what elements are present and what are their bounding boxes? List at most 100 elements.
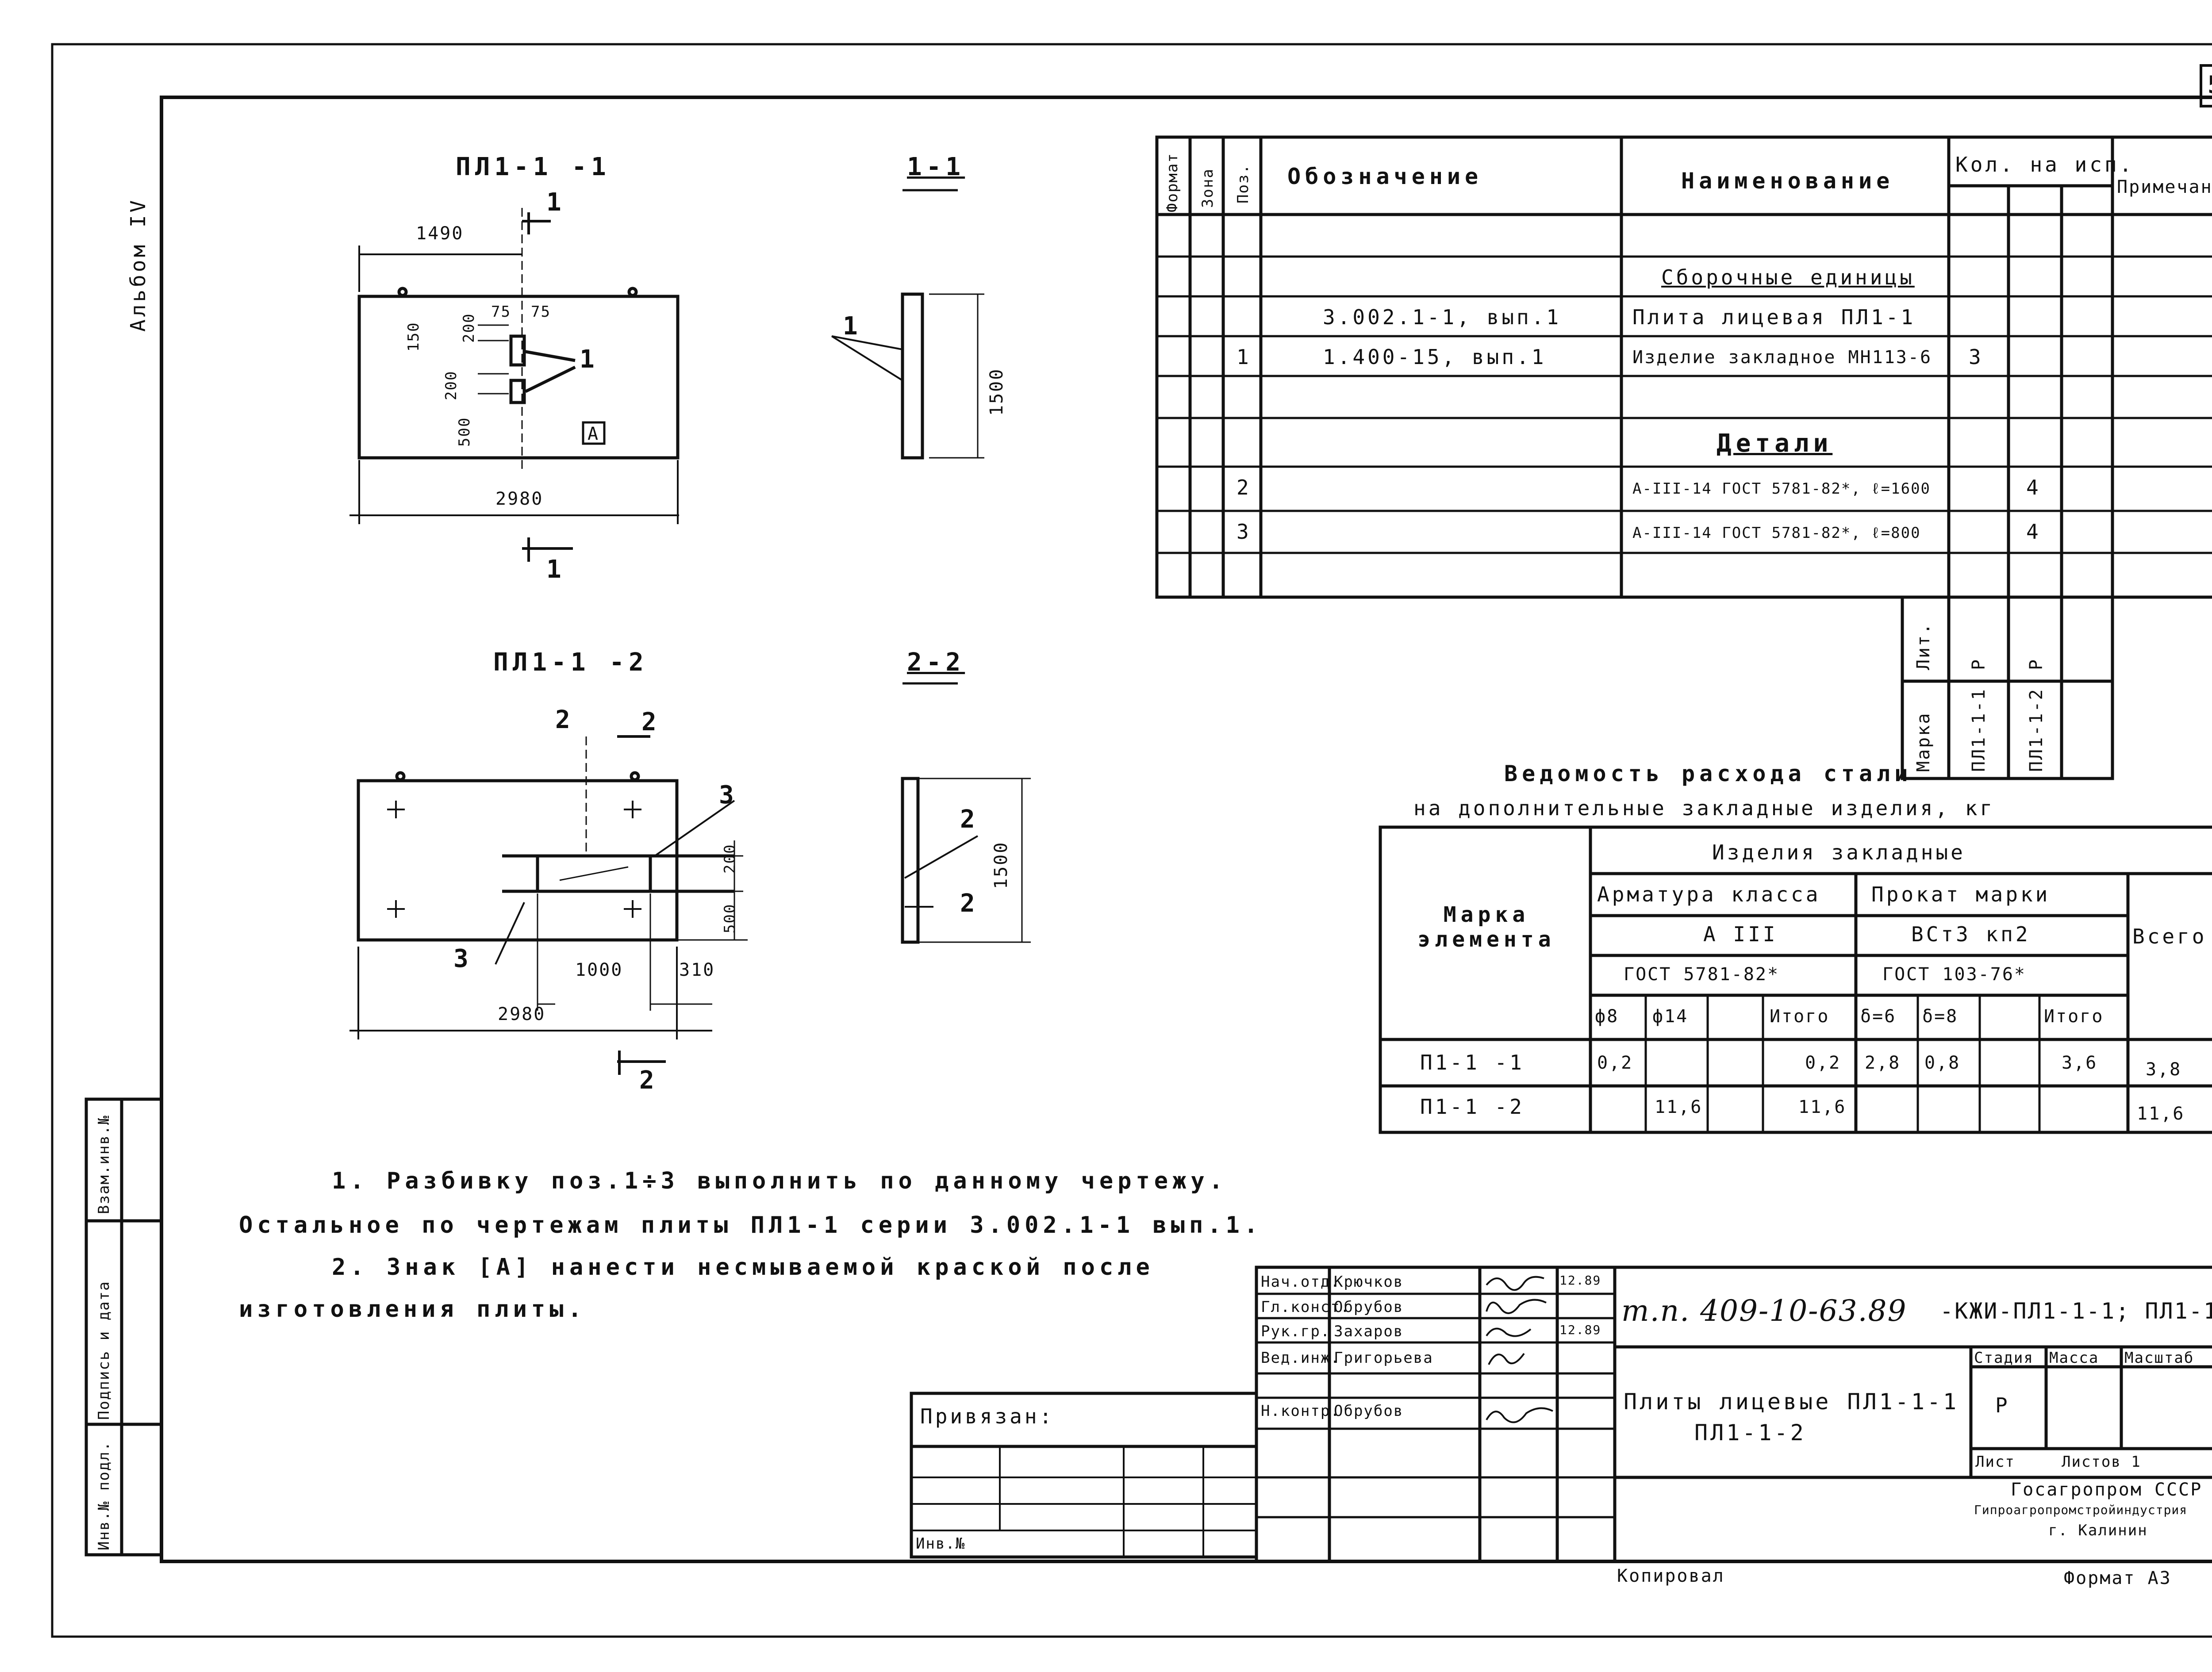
steel-title-2: на дополнительные закладные изделия, кг bbox=[1413, 796, 1995, 820]
steel-h-gost2: ГОСТ 103-76* bbox=[1882, 964, 2026, 985]
sig-name-4: Григорьева bbox=[1334, 1349, 1433, 1367]
spec-h-note: Примечан. bbox=[2117, 177, 2212, 197]
steel-row-1-marka: П1-1 -1 bbox=[1420, 1051, 1525, 1074]
callout-3-top: 3 bbox=[719, 781, 738, 809]
steel-h-all: Всего bbox=[2132, 924, 2207, 948]
sig-date-1: 12.89 bbox=[1559, 1273, 1601, 1288]
note-2: 2. Знак [А] нанести несмываемой краской … bbox=[332, 1254, 1154, 1281]
spec-row-3-designation: 3.002.1-1, вып.1 bbox=[1323, 305, 1562, 329]
spec-row-4-name: Изделие закладное МН113-6 bbox=[1632, 347, 1932, 368]
org-line3: г. Калинин bbox=[2048, 1522, 2148, 1539]
privyazan-label: Привязан: bbox=[920, 1404, 1055, 1428]
org-line1: Госагропром СССР bbox=[2011, 1480, 2203, 1500]
doc-name-line2: ПЛ1-1-2 bbox=[1694, 1420, 1806, 1446]
section-mark-top: 1 bbox=[546, 188, 566, 217]
spec-row-details: Детали bbox=[1717, 429, 1833, 458]
steel-col-5: δ=6 bbox=[1860, 1006, 1897, 1027]
dim-2980: 2980 bbox=[495, 489, 544, 509]
section-1-1-dim: 1500 bbox=[987, 368, 1007, 416]
section2-mark-a: 2 bbox=[555, 706, 575, 734]
sig-role-4: Вед.инж. bbox=[1261, 1349, 1340, 1367]
steel-row-1-c5: 2,8 bbox=[1865, 1053, 1901, 1073]
section-2-2-title: 2-2 bbox=[907, 648, 965, 677]
sheets-label: Листов 1 bbox=[2062, 1453, 2141, 1471]
section-2-2-callout-b: 2 bbox=[960, 889, 979, 918]
stamp-signature-date: Подпись и дата bbox=[95, 1281, 113, 1420]
mark-a: А bbox=[588, 424, 600, 444]
dim-150: 150 bbox=[405, 322, 422, 352]
steel-row-1-c1: 0,2 bbox=[1597, 1053, 1633, 1073]
steel-h-prokat: Прокат марки bbox=[1871, 882, 2051, 906]
sheet-label: Лист bbox=[1975, 1453, 2015, 1471]
steel-row-1-total: 3,8 bbox=[2146, 1059, 2182, 1080]
steel-row-2-c4: 11,6 bbox=[1798, 1097, 1847, 1117]
steel-h-marka: Марка элемента bbox=[1417, 902, 1555, 952]
steel-row-1-c4: 0,2 bbox=[1805, 1053, 1841, 1073]
stamp-inv-podl: Инв.№ подл. bbox=[95, 1441, 113, 1550]
lit-value-2: Р bbox=[2026, 658, 2047, 670]
stage-value: Р bbox=[1995, 1393, 2010, 1417]
dim-500: 500 bbox=[456, 417, 473, 447]
format-label: Формат А3 bbox=[2064, 1568, 2172, 1588]
dim-200: 200 bbox=[721, 844, 739, 874]
sig-role-1: Нач.отд. bbox=[1261, 1273, 1340, 1291]
section2-mark-top: 2 bbox=[641, 708, 661, 736]
sig-role-3: Рук.гр. bbox=[1261, 1323, 1331, 1340]
section-2-2-callout-a: 2 bbox=[960, 805, 979, 834]
view2-title: ПЛ1-1 -2 bbox=[493, 648, 648, 677]
steel-h-gost1: ГОСТ 5781-82* bbox=[1624, 964, 1780, 985]
marka-label: Марка bbox=[1913, 712, 1934, 772]
lit-value-1: Р bbox=[1969, 658, 1989, 670]
sig-role-2: Гл.конст. bbox=[1261, 1298, 1351, 1316]
spec-row-4-pos: 1 bbox=[1237, 345, 1252, 369]
callout-3-bottom: 3 bbox=[453, 944, 473, 973]
steel-h-class: А III bbox=[1703, 922, 1778, 946]
doc-code: т.п. 409-10-63.89 bbox=[1621, 1294, 1907, 1328]
dim-200-b: 200 bbox=[442, 370, 460, 400]
copied-label: Копировал bbox=[1617, 1566, 1725, 1586]
section-1-1-title: 1-1 bbox=[907, 153, 965, 181]
org-line2: Гипроагропромстройиндустрия bbox=[1974, 1503, 2188, 1517]
album-label: Альбом IV bbox=[126, 197, 150, 332]
sig-name-3: Захаров bbox=[1334, 1323, 1404, 1340]
sig-role-5: Н.контр. bbox=[1261, 1402, 1340, 1420]
dim-1000: 1000 bbox=[575, 960, 623, 980]
stage-label: Стадия bbox=[1974, 1349, 2034, 1367]
dim-75-a: 75 bbox=[491, 303, 511, 321]
steel-title-1: Ведомость расхода стали bbox=[1504, 761, 1912, 786]
sig-date-3: 12.89 bbox=[1559, 1323, 1601, 1337]
note-2-cont: изготовления плиты. bbox=[239, 1296, 586, 1323]
dim-500-2: 500 bbox=[721, 903, 739, 933]
steel-col-1: ф8 bbox=[1595, 1006, 1619, 1027]
spec-row-8-pos: 3 bbox=[1237, 520, 1252, 544]
steel-col-2: ф14 bbox=[1652, 1006, 1689, 1027]
doc-suffix: -КЖИ-ПЛ1-1-1; ПЛ1-1-2 bbox=[1940, 1298, 2212, 1324]
spec-h-qty: Кол. на исп. bbox=[1955, 153, 2135, 176]
signature-scribbles bbox=[1486, 1276, 1553, 1423]
steel-row-2-marka: П1-1 -2 bbox=[1420, 1095, 1525, 1119]
steel-h-items: Изделия закладные bbox=[1712, 840, 1966, 864]
sig-name-1: Крючков bbox=[1334, 1273, 1404, 1291]
spec-h-pos: Поз. bbox=[1234, 164, 1252, 203]
dim-2980-2: 2980 bbox=[498, 1004, 546, 1024]
view1-title: ПЛ1-1 -1 bbox=[456, 153, 611, 181]
spec-row-assembly: Сборочные единицы bbox=[1661, 265, 1915, 289]
spec-h-name: Наименование bbox=[1681, 168, 1894, 194]
section-1-1-callout: 1 bbox=[843, 312, 862, 341]
lit-label: Лит. bbox=[1913, 622, 1934, 670]
steel-col-6: δ=8 bbox=[1922, 1006, 1959, 1027]
stamp-vzam-inv: Взам.инв.№ bbox=[95, 1115, 113, 1214]
steel-col-4: Итого bbox=[1770, 1006, 1830, 1027]
spec-row-8-qty: 4 bbox=[2026, 520, 2041, 544]
spec-h-zone: Зона bbox=[1199, 168, 1217, 208]
spec-row-4-qty: 3 bbox=[1969, 345, 1984, 369]
spec-h-designation: Обозначение bbox=[1287, 164, 1483, 189]
section-2-2-dim: 1500 bbox=[991, 841, 1011, 889]
spec-h-format: Формат bbox=[1164, 153, 1181, 212]
spec-row-7-pos: 2 bbox=[1237, 476, 1252, 499]
note-1: 1. Разбивку поз.1÷3 выполнить по данному… bbox=[332, 1168, 1228, 1194]
steel-h-steel: ВСт3 кп2 bbox=[1911, 922, 2031, 946]
callout-1: 1 bbox=[580, 345, 599, 374]
mass-label: Масса bbox=[2049, 1349, 2099, 1367]
